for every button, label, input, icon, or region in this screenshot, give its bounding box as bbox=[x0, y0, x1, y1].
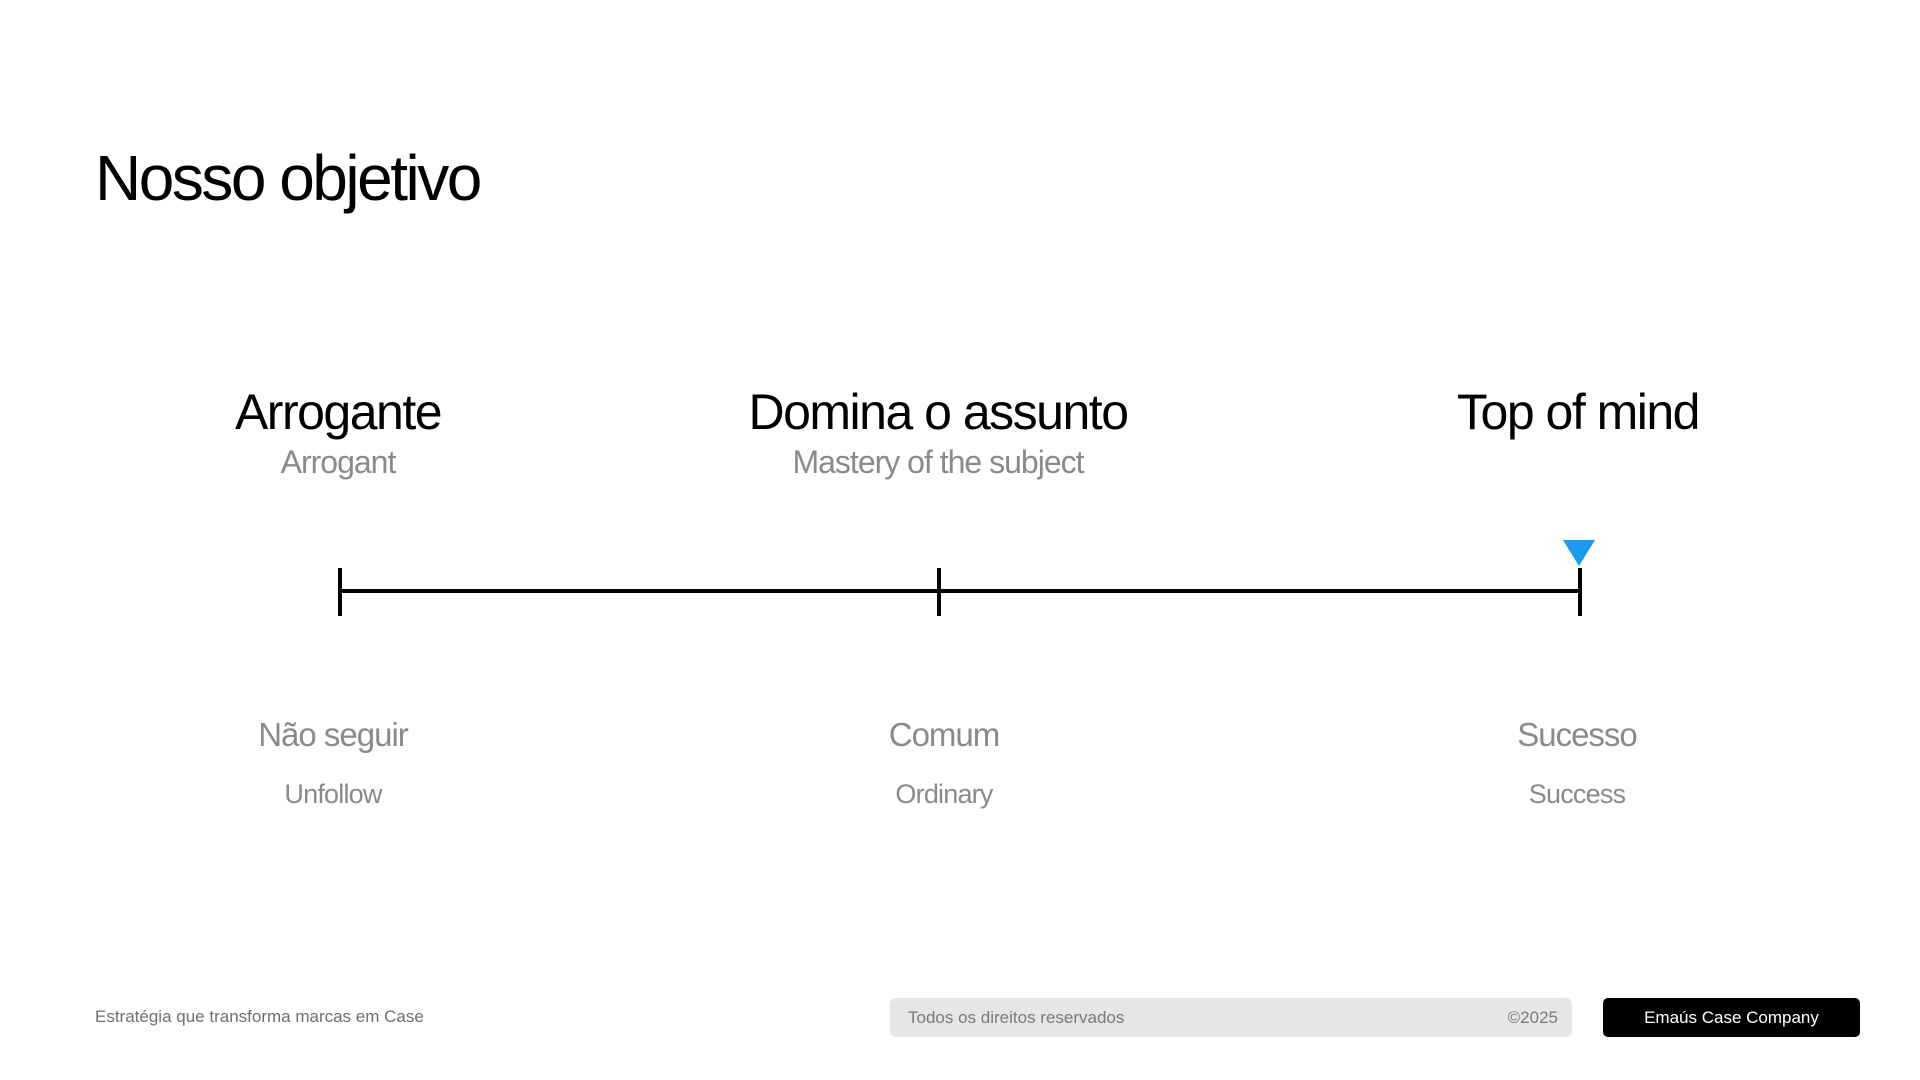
footer-tagline: Estratégia que transforma marcas em Case bbox=[95, 1007, 424, 1026]
footer-brand-badge: Emaús Case Company bbox=[1603, 998, 1860, 1037]
footer-year: ©2025 bbox=[1507, 1007, 1558, 1027]
scale-point-comum-bottom: Comum Ordinary bbox=[888, 715, 1001, 811]
scale-bottom-label: Não seguir bbox=[258, 716, 409, 753]
scale-point-naoseguir-bottom: Não seguir Unfollow bbox=[258, 715, 409, 811]
scale-bottom-label: Comum bbox=[888, 716, 1001, 753]
position-marker-icon bbox=[1563, 540, 1595, 566]
scale-point-domina-top: Domina o assunto Mastery of the subject bbox=[748, 382, 1129, 482]
footer-rights-bar: Todos os direitos reservados ©2025 bbox=[890, 998, 1572, 1037]
scale-bottom-label: Sucesso bbox=[1517, 716, 1638, 753]
scale-top-label: Domina o assunto bbox=[748, 384, 1129, 440]
scale-point-sucesso-bottom: Sucesso Success bbox=[1517, 715, 1638, 811]
scale-bottom-sublabel: Ordinary bbox=[895, 779, 993, 809]
scale-top-label: Top of mind bbox=[1457, 384, 1700, 440]
page-title: Nosso objetivo bbox=[95, 142, 482, 214]
scale-point-arrogante-top: Arrogante Arrogant bbox=[234, 382, 443, 482]
scale-top-label: Arrogante bbox=[234, 384, 443, 440]
scale-point-topofmind-top: Top of mind bbox=[1457, 382, 1700, 442]
scale-bottom-sublabel: Success bbox=[1528, 779, 1626, 809]
footer-rights: Todos os direitos reservados bbox=[908, 1007, 1125, 1027]
scale-bottom-sublabel: Unfollow bbox=[284, 779, 382, 809]
scale-top-sublabel: Arrogant bbox=[280, 444, 397, 480]
scale-top-sublabel: Mastery of the subject bbox=[792, 444, 1084, 480]
